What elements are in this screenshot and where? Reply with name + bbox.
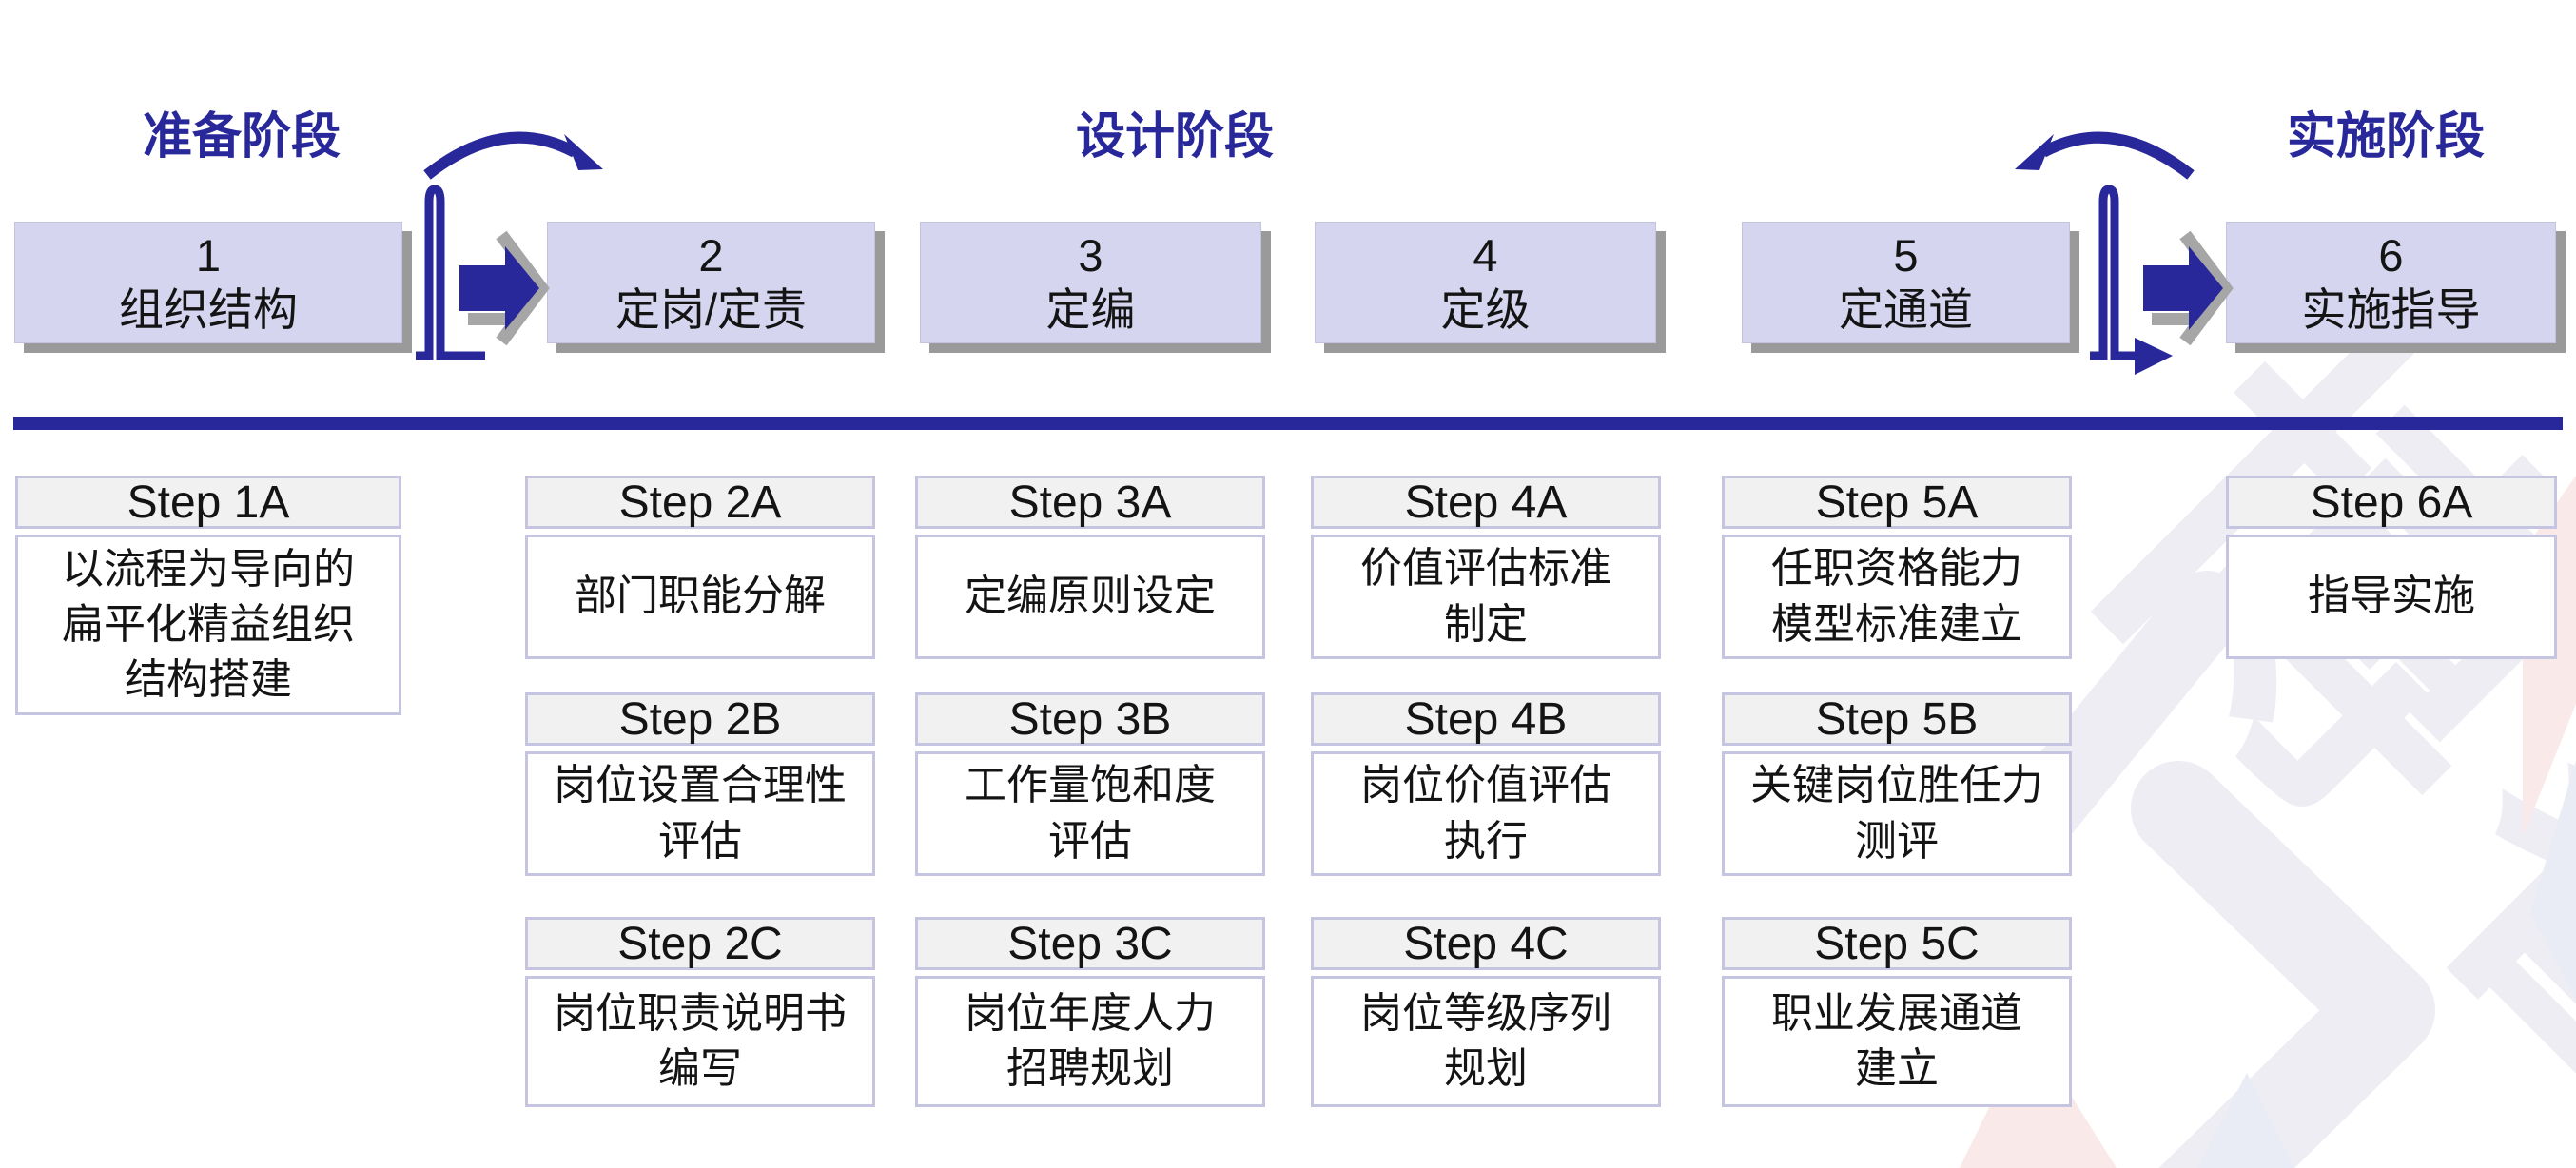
stage-box-4: 4 定级: [1315, 222, 1656, 343]
step-card-header: Step 5C: [1722, 917, 2072, 970]
stage-number: 6: [2378, 229, 2404, 281]
step-card-header: Step 2A: [525, 476, 875, 529]
step-card-body: 岗位年度人力 招聘规划: [915, 976, 1265, 1107]
step-card-body: 价值评估标准 制定: [1311, 535, 1661, 659]
step-card-header: Step 5B: [1722, 692, 2072, 746]
step-column-6: Step 6A 指导实施: [2226, 0, 2557, 1168]
step-card-body: 岗位职责说明书 编写: [525, 976, 875, 1107]
step-column-2: Step 2A 部门职能分解 Step 2B 岗位设置合理性 评估 Step 2…: [525, 0, 875, 1168]
phase-title-design: 设计阶段: [1075, 108, 1274, 165]
step-card-header: Step 1A: [15, 476, 401, 529]
step-card-body: 以流程为导向的 扁平化精益组织 结构搭建: [15, 535, 401, 715]
stage-label: 组织结构: [119, 284, 298, 335]
step-card-body: 岗位等级序列 规划: [1311, 976, 1661, 1107]
stage-label: 定岗/定责: [615, 284, 808, 335]
step-card-header: Step 4C: [1311, 917, 1661, 970]
step-card-body: 工作量饱和度 评估: [915, 751, 1265, 876]
step-card-header: Step 6A: [2226, 476, 2557, 529]
stage-number: 1: [195, 229, 222, 281]
step-column-1: Step 1A 以流程为导向的 扁平化精益组织 结构搭建: [15, 0, 401, 1168]
stage-box-1: 1 组织结构: [14, 222, 402, 343]
phase-separator-line-2: [2090, 185, 2173, 375]
step-card-body: 岗位价值评估 执行: [1311, 751, 1661, 876]
phase-separator-line-1: [416, 185, 485, 360]
stage-number: 2: [698, 229, 724, 281]
step-card-body: 职业发展通道 建立: [1722, 976, 2072, 1107]
step-card-header: Step 4B: [1311, 692, 1661, 746]
stage-box-2: 2 定岗/定责: [547, 222, 875, 343]
step-card-body: 任职资格能力 模型标准建立: [1722, 535, 2072, 659]
stage-number: 5: [1893, 229, 1919, 281]
phase-title-preparation: 准备阶段: [142, 108, 341, 165]
stage-label: 定编: [1045, 284, 1136, 335]
flow-arrow-icon: [2143, 230, 2234, 346]
step-card-header: Step 5A: [1722, 476, 2072, 529]
stage-box-3: 3 定编: [920, 222, 1261, 343]
phase-title-implementation: 实施阶段: [2286, 108, 2485, 165]
step-card-header: Step 2B: [525, 692, 875, 746]
stage-box-6: 6 实施指导: [2226, 222, 2556, 343]
stage-label: 实施指导: [2301, 284, 2481, 335]
stage-number: 4: [1473, 229, 1498, 281]
step-card-header: Step 3A: [915, 476, 1265, 529]
step-card-body: 关键岗位胜任力 测评: [1722, 751, 2072, 876]
step-card-body: 指导实施: [2226, 535, 2557, 659]
step-card-body: 部门职能分解: [525, 535, 875, 659]
stage-label: 定级: [1440, 284, 1531, 335]
step-card-header: Step 4A: [1311, 476, 1661, 529]
stage-label: 定通道: [1839, 284, 1973, 335]
step-card-header: Step 3C: [915, 917, 1265, 970]
step-column-5: Step 5A 任职资格能力 模型标准建立 Step 5B 关键岗位胜任力 测评…: [1722, 0, 2072, 1168]
stage-number: 3: [1078, 229, 1103, 281]
step-card-body: 定编原则设定: [915, 535, 1265, 659]
step-card-header: Step 3B: [915, 692, 1265, 746]
step-card-header: Step 2C: [525, 917, 875, 970]
stage-box-5: 5 定通道: [1742, 222, 2070, 343]
step-column-4: Step 4A 价值评估标准 制定 Step 4B 岗位价值评估 执行 Step…: [1311, 0, 1661, 1168]
step-column-3: Step 3A 定编原则设定 Step 3B 工作量饱和度 评估 Step 3C…: [915, 0, 1265, 1168]
step-card-body: 岗位设置合理性 评估: [525, 751, 875, 876]
